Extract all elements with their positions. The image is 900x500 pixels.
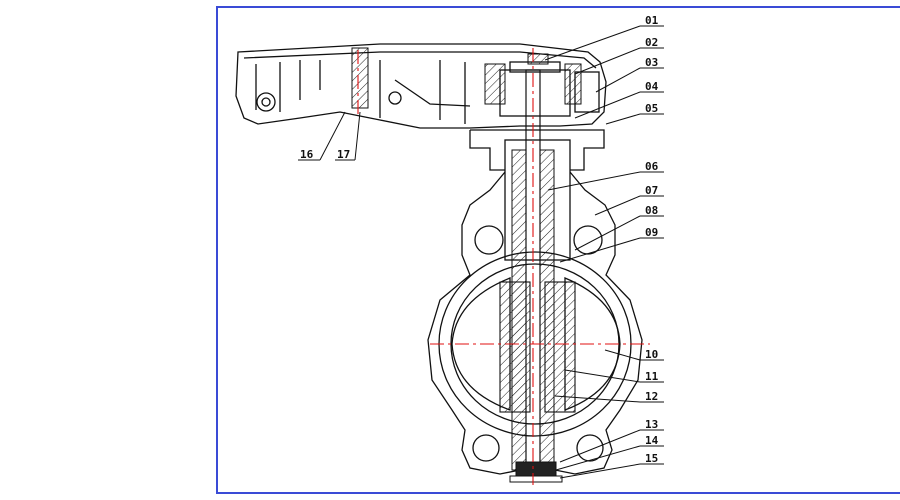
callout-09: 09: [645, 226, 658, 239]
hatched-housing-right: [564, 63, 582, 105]
callout-16: 16: [300, 148, 314, 161]
callout-15: 15: [645, 452, 658, 465]
valve-stem: [509, 69, 563, 483]
callout-01: 01: [645, 14, 659, 27]
valve-neck: [469, 129, 605, 261]
valve-disc: [451, 277, 621, 413]
callout-06: 06: [645, 160, 659, 173]
callouts: 01 02 03 04 05 06 07 08 09 10 11 12 13 1…: [300, 14, 659, 465]
hatched-housing-left: [484, 63, 506, 105]
callout-17: 17: [337, 148, 350, 161]
hatched-nut-01: [527, 53, 549, 65]
lever-handle: [235, 43, 607, 129]
hatched-pin-17: [351, 47, 369, 109]
callout-10: 10: [645, 348, 658, 361]
drawing-frame: [216, 6, 900, 494]
callout-08: 08: [645, 204, 658, 217]
callout-04: 04: [645, 80, 659, 93]
callout-02: 02: [645, 36, 658, 49]
callout-14: 14: [645, 434, 659, 447]
callout-05: 05: [645, 102, 658, 115]
callout-07: 07: [645, 184, 658, 197]
callout-11: 11: [645, 370, 659, 383]
valve-body: [427, 171, 643, 475]
leader-lines: [298, 25, 664, 479]
centerlines: [357, 48, 650, 485]
callout-13: 13: [645, 418, 658, 431]
callout-03: 03: [645, 56, 658, 69]
callout-12: 12: [645, 390, 658, 403]
